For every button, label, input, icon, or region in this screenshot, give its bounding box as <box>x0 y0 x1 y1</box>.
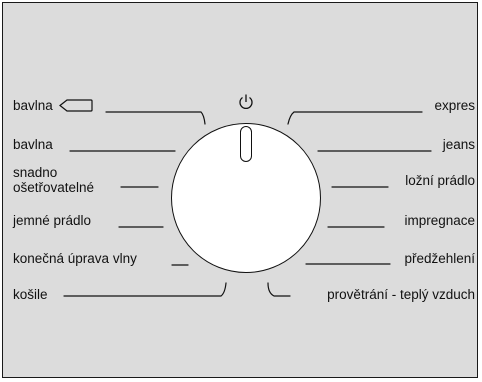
program-label: bavlna <box>13 137 53 152</box>
leader-line-provetrani <box>267 282 291 297</box>
program-expres[interactable]: expres <box>434 98 475 113</box>
program-kosile[interactable]: košile <box>13 287 48 302</box>
program-label: impregnace <box>404 213 475 228</box>
program-label: konečná úprava vlny <box>13 251 137 266</box>
program-label: košile <box>13 287 48 302</box>
program-label: provětrání - teplý vzduch <box>327 287 475 302</box>
leader-line-expres <box>287 111 423 125</box>
knob-pointer-indicator <box>240 126 252 162</box>
program-label: jemné prádlo <box>13 213 92 228</box>
program-label-line2: ošetřovatelné <box>13 180 95 195</box>
eco-cotton-icon <box>58 99 93 112</box>
program-label: expres <box>434 98 475 113</box>
program-label: jeans <box>442 137 475 152</box>
program-predzehleni[interactable]: předžehlení <box>404 251 475 266</box>
leader-line-kosile <box>63 282 227 297</box>
program-bavlna[interactable]: bavlna <box>13 137 53 152</box>
program-jeans[interactable]: jeans <box>443 137 475 152</box>
program-label: bavlna <box>13 98 53 113</box>
program-lozni-pradlo[interactable]: ložní prádlo <box>405 173 475 188</box>
program-snadno-osetrovatelne[interactable]: snadno ošetřovatelné <box>13 165 94 195</box>
program-label: ložní prádlo <box>405 173 475 188</box>
program-jemne-pradlo[interactable]: jemné prádlo <box>13 213 91 228</box>
leader-line-bavlna-eco <box>105 111 206 125</box>
program-provetrani-teply-vzduch[interactable]: provětrání - teplý vzduch <box>327 287 475 302</box>
program-konecna-uprava-vlny[interactable]: konečná úprava vlny <box>13 251 137 266</box>
program-label: předžehlení <box>404 251 475 266</box>
power-icon <box>239 94 253 109</box>
program-label: snadno <box>13 165 58 180</box>
program-impregnace[interactable]: impregnace <box>404 213 475 228</box>
program-bavlna-eco[interactable]: bavlna <box>13 98 93 113</box>
